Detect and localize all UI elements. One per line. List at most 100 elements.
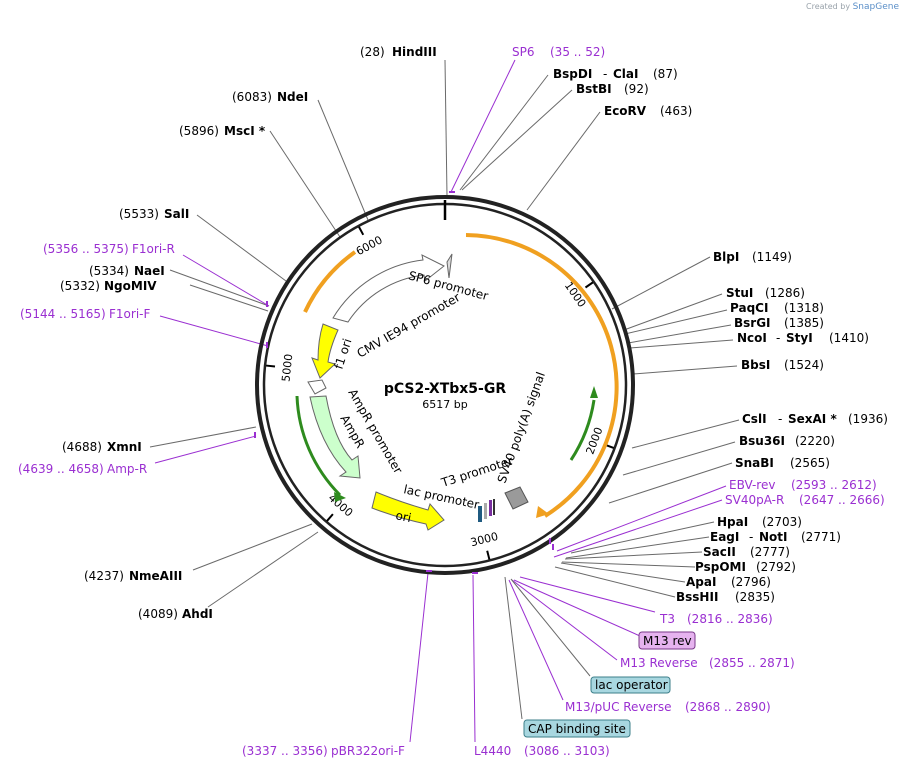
site-label-bsshii: BssHII (2835) [676, 590, 775, 604]
site-label-paqci: PaqCI (1318) [730, 301, 824, 315]
sv40-polya-marker [504, 486, 529, 510]
site-label-csli-sexai: CslI - SexAI * (1936) [742, 412, 888, 426]
orange-feature-right [465, 233, 619, 518]
ampr-promoter-arrow [307, 379, 327, 395]
svg-text:XmnI: XmnI [107, 440, 142, 454]
site-label-bsu36i: Bsu36I (2220) [739, 434, 835, 448]
primer-leader-lines [154, 59, 727, 743]
svg-text:L4440: L4440 [474, 744, 511, 758]
svg-text:CslI: CslI [742, 412, 767, 426]
site-label-bsrgi: BsrGI (1385) [734, 316, 824, 330]
site-label-ahdi: (4089) AhdI [138, 607, 213, 621]
svg-text:lac operator: lac operator [595, 678, 668, 692]
svg-text:StuI: StuI [726, 286, 753, 300]
tick-mark [358, 226, 365, 236]
primer-label-f1ori-r: (5356 .. 5375) F1ori-R [43, 242, 175, 256]
svg-text:(2771): (2771) [801, 530, 841, 544]
svg-text:BsrGI: BsrGI [734, 316, 771, 330]
site-label-pspomi: PspOMI (2792) [695, 560, 796, 574]
svg-text:EcoRV: EcoRV [604, 104, 647, 118]
svg-text:-: - [749, 530, 753, 544]
orange-feature-left [303, 250, 357, 313]
svg-text:(2565): (2565) [790, 456, 830, 470]
svg-text:F1ori-R: F1ori-R [132, 242, 175, 256]
svg-text:M13 Reverse: M13 Reverse [620, 656, 698, 670]
svg-text:(2796): (2796) [731, 575, 771, 589]
site-label-snabi: SnaBI (2565) [735, 456, 830, 470]
t3-promoter-mark [489, 500, 492, 516]
primer-label-t3: T3 (2816 .. 2836) [659, 612, 773, 626]
svg-text:NdeI: NdeI [277, 90, 308, 104]
f1-ori-arrow [311, 323, 339, 379]
svg-text:(3337 .. 3356): (3337 .. 3356) [242, 744, 328, 758]
svg-text:(92): (92) [624, 82, 649, 96]
primer-label-sp6: SP6 (35 .. 52) [512, 45, 605, 59]
site-label-sacii: SacII (2777) [703, 545, 790, 559]
site-label-ncoi-styi: NcoI - StyI (1410) [737, 331, 869, 345]
site-label-apai: ApaI (2796) [686, 575, 771, 589]
svg-text:(28): (28) [360, 45, 385, 59]
svg-text:(5533): (5533) [119, 207, 159, 221]
svg-text:(4688): (4688) [62, 440, 102, 454]
svg-text:CAP binding site: CAP binding site [528, 722, 626, 736]
sp6-promoter-marker [446, 253, 453, 279]
svg-text:MscI *: MscI * [224, 124, 266, 138]
tick-label: 5000 [279, 353, 295, 382]
primer-label-m13-puc-reverse: M13/pUC Reverse (2868 .. 2890) [565, 700, 771, 714]
svg-text:SV40pA-R: SV40pA-R [725, 493, 784, 507]
site-label-eagi-noti: EagI - NotI (2771) [710, 530, 841, 544]
svg-text:NaeI: NaeI [134, 264, 165, 278]
tick-label: 3000 [469, 530, 499, 550]
cmv-promoter-arrow [332, 254, 445, 323]
svg-text:(2855 .. 2871): (2855 .. 2871) [709, 656, 795, 670]
site-label-ndei: (6083) NdeI [232, 90, 308, 104]
primer-label-l4440: L4440 (3086 .. 3103) [474, 744, 610, 758]
orange-feature-right-head [536, 506, 549, 518]
svg-text:NotI: NotI [759, 530, 788, 544]
feature-label-ori: ori [394, 508, 412, 525]
svg-text:(4237): (4237) [84, 569, 124, 583]
svg-text:SalI: SalI [164, 207, 189, 221]
svg-text:BssHII: BssHII [676, 590, 718, 604]
svg-text:(6083): (6083) [232, 90, 272, 104]
svg-text:SacII: SacII [703, 545, 736, 559]
site-label-bspdi-clai: BspDI - ClaI (87) [553, 67, 678, 81]
site-label-ecorv: EcoRV (463) [604, 104, 692, 118]
svg-text:(1524): (1524) [784, 358, 824, 372]
site-label-bbsi: BbsI (1524) [741, 358, 824, 372]
feature-box-cap-binding-site: CAP binding site [523, 719, 631, 738]
plasmid-name: pCS2-XTbx5-GR [384, 381, 506, 397]
snapgene-logo-text: SnapGene [852, 2, 899, 12]
svg-text:(35 .. 52): (35 .. 52) [550, 45, 605, 59]
primer-label-sv40pa-r: SV40pA-R (2647 .. 2666) [725, 493, 885, 507]
lac-operator-mark [484, 503, 487, 519]
site-label-sali: (5533) SalI [119, 207, 189, 221]
t3-promoter-mark-2 [493, 499, 495, 515]
svg-text:(1286): (1286) [765, 286, 805, 300]
feature-label-cmv-promoter: CMV IE94 promoter [355, 290, 463, 360]
plasmid-length: 6517 bp [422, 398, 467, 411]
primer-label-ebv-rev: EBV-rev (2593 .. 2612) [729, 478, 877, 492]
svg-text:SnaBI: SnaBI [735, 456, 774, 470]
svg-text:NmeAIII: NmeAIII [129, 569, 182, 583]
feature-leader-lines [504, 576, 591, 720]
svg-text:M13 rev: M13 rev [643, 634, 692, 648]
svg-text:(4089): (4089) [138, 607, 178, 621]
svg-text:EagI: EagI [710, 530, 739, 544]
site-label-hpai: HpaI (2703) [717, 515, 802, 529]
svg-text:-: - [776, 331, 780, 345]
svg-text:NcoI: NcoI [737, 331, 767, 345]
svg-text:(1318): (1318) [784, 301, 824, 315]
svg-text:(2593 .. 2612): (2593 .. 2612) [791, 478, 877, 492]
svg-text:HindIII: HindIII [392, 45, 437, 59]
svg-text:AhdI: AhdI [182, 607, 213, 621]
svg-text:M13/pUC Reverse: M13/pUC Reverse [565, 700, 672, 714]
tick-mark [486, 550, 491, 560]
primer-marks [254, 191, 554, 574]
primer-label-pbr322ori-f: (3337 .. 3356) pBR322ori-F [242, 744, 405, 758]
svg-text:(2220): (2220) [795, 434, 835, 448]
feature-box-lac-operator: lac operator [590, 676, 671, 694]
svg-text:(2703): (2703) [762, 515, 802, 529]
svg-text:(2792): (2792) [756, 560, 796, 574]
